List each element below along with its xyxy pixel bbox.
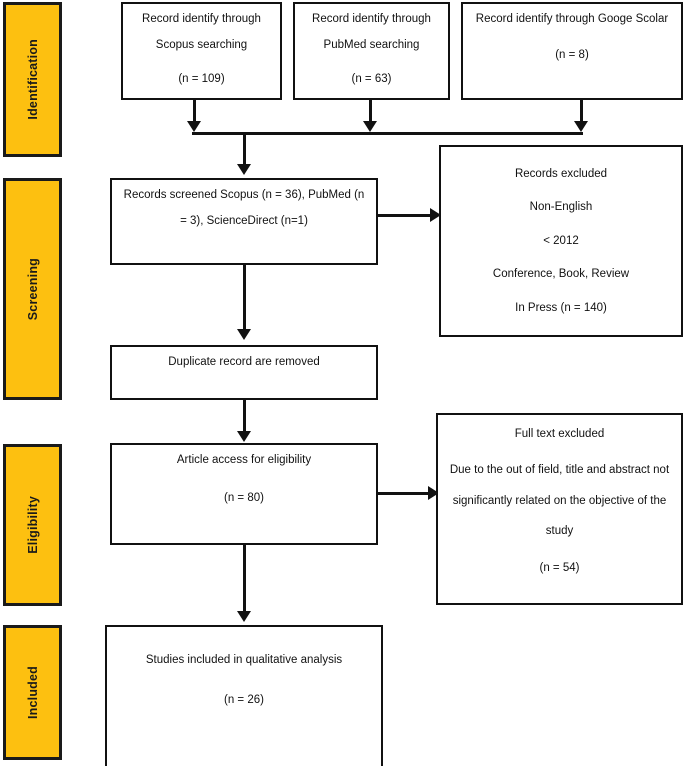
studies-included-box: Studies included in qualitative analysis… xyxy=(105,625,383,766)
records-excluded-reason-3: Conference, Book, Review xyxy=(492,268,630,281)
stage-identification: Identification xyxy=(3,2,62,157)
connector-eligibility-to-included xyxy=(243,545,246,613)
fulltext-excluded-box: Full text excluded Due to the out of fie… xyxy=(436,413,683,605)
source-box-pubmed: Record identify through PubMed searching… xyxy=(293,2,450,100)
records-screened-line1: Records screened Scopus (n = 36), PubMed… xyxy=(123,189,365,201)
arrow-screened-to-duplicates xyxy=(237,329,251,340)
stage-included: Included xyxy=(3,625,62,760)
connector-screened-to-duplicates xyxy=(243,265,246,331)
records-excluded-reason-1: Non-English xyxy=(529,201,593,214)
records-excluded-title: Records excluded xyxy=(514,167,608,180)
stage-screening: Screening xyxy=(3,178,62,400)
arrow-eligibility-to-included xyxy=(237,611,251,622)
connector-bus-to-screened xyxy=(243,132,246,166)
fulltext-excluded-line1: Due to the out of field, title and abstr… xyxy=(449,464,670,477)
duplicate-records-line1: Duplicate record are removed xyxy=(168,356,320,368)
source-scopus-line1: Record identify through xyxy=(142,13,261,25)
arrow-screened-to-excluded xyxy=(430,208,441,222)
stage-eligibility-label: Eligibility xyxy=(25,496,40,554)
source-pubmed-line2: PubMed searching xyxy=(323,39,420,52)
arrow-eligibility-to-fulltext-excluded xyxy=(428,486,439,500)
records-excluded-count: In Press (n = 140) xyxy=(515,301,607,314)
source-pubmed-line1: Record identify through xyxy=(312,13,431,25)
connector-pubmed-down xyxy=(369,100,372,123)
arrow-duplicates-to-eligibility xyxy=(237,431,251,442)
records-excluded-reason-2: < 2012 xyxy=(543,234,579,247)
stage-screening-label: Screening xyxy=(25,257,40,321)
source-google-scholar-count: (n = 8) xyxy=(555,49,589,62)
studies-included-line1: Studies included in qualitative analysis xyxy=(145,654,343,666)
duplicate-records-box: Duplicate record are removed xyxy=(110,345,378,400)
connector-screened-to-excluded xyxy=(378,214,432,217)
source-google-scholar-line1: Record identify through Googe Scolar xyxy=(475,13,669,25)
stage-identification-label: Identification xyxy=(25,39,40,120)
arrow-pubmed-down xyxy=(363,121,377,132)
source-scopus-count: (n = 109) xyxy=(178,72,225,85)
source-box-scopus: Record identify through Scopus searching… xyxy=(121,2,282,100)
records-screened-box: Records screened Scopus (n = 36), PubMed… xyxy=(110,178,378,265)
article-eligibility-line1: Article access for eligibility xyxy=(176,454,312,466)
source-pubmed-count: (n = 63) xyxy=(351,72,392,85)
source-box-google-scholar: Record identify through Googe Scolar (n … xyxy=(461,2,683,100)
article-eligibility-count: (n = 80) xyxy=(224,492,264,505)
connector-identification-bus xyxy=(192,132,583,135)
fulltext-excluded-count: (n = 54) xyxy=(539,561,580,574)
arrow-scopus-down xyxy=(187,121,201,132)
arrow-google-scholar-down xyxy=(574,121,588,132)
fulltext-excluded-title: Full text excluded xyxy=(514,428,605,440)
fulltext-excluded-line3: study xyxy=(545,525,574,538)
connector-duplicates-to-eligibility xyxy=(243,400,246,433)
records-screened-line2: = 3), ScienceDirect (n=1) xyxy=(180,215,308,228)
source-scopus-line2: Scopus searching xyxy=(155,39,248,52)
article-eligibility-box: Article access for eligibility (n = 80) xyxy=(110,443,378,545)
records-excluded-box: Records excluded Non-English < 2012 Conf… xyxy=(439,145,683,337)
fulltext-excluded-line2: significantly related on the objective o… xyxy=(452,494,667,507)
studies-included-count: (n = 26) xyxy=(224,694,264,707)
arrow-bus-to-screened xyxy=(237,164,251,175)
stage-eligibility: Eligibility xyxy=(3,444,62,606)
connector-eligibility-to-fulltext-excluded xyxy=(378,492,430,495)
connector-scopus-down xyxy=(193,100,196,123)
connector-google-scholar-down xyxy=(580,100,583,123)
stage-included-label: Included xyxy=(25,666,40,719)
